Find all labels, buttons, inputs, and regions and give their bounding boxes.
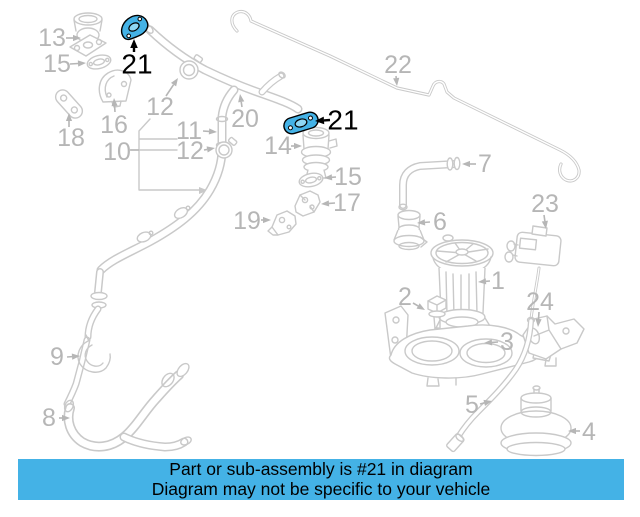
callout-21-highlighted: 21 (121, 39, 152, 80)
callout-12: 12 (176, 137, 215, 165)
callout-18: 18 (57, 113, 85, 152)
svg-text:15: 15 (334, 163, 362, 191)
part-15-gasket-left (86, 53, 112, 71)
svg-text:4: 4 (582, 418, 596, 446)
svg-text:10: 10 (103, 138, 131, 166)
svg-text:7: 7 (478, 150, 492, 178)
callout-20: 20 (231, 94, 259, 133)
svg-text:12: 12 (176, 137, 204, 165)
svg-text:3: 3 (500, 328, 514, 356)
callout-10: 10 (103, 138, 139, 166)
svg-text:5: 5 (465, 391, 479, 419)
callout-22: 22 (384, 51, 412, 86)
svg-text:22: 22 (384, 51, 412, 79)
part-17-bracket (295, 191, 320, 216)
part-15-gasket-right (298, 171, 324, 189)
svg-text:1: 1 (491, 267, 505, 295)
callout-23: 23 (531, 190, 559, 229)
callout-7: 7 (462, 150, 492, 178)
callout-12: 12 (146, 78, 178, 121)
svg-text:9: 9 (50, 343, 64, 371)
callout-14: 14 (264, 132, 302, 160)
svg-text:17: 17 (333, 189, 361, 217)
svg-text:19: 19 (233, 207, 261, 235)
part-7-hose (399, 158, 460, 210)
svg-text:21: 21 (121, 49, 152, 80)
callout-2: 2 (398, 283, 425, 311)
callout-17: 17 (321, 189, 361, 217)
svg-text:23: 23 (531, 190, 559, 218)
svg-text:2: 2 (398, 283, 412, 311)
callout-15: 15 (324, 163, 362, 191)
svg-text:15: 15 (43, 50, 71, 78)
svg-text:8: 8 (42, 404, 56, 432)
part-6-check-valve (394, 211, 427, 250)
svg-text:13: 13 (38, 24, 66, 52)
svg-text:21: 21 (327, 105, 358, 136)
svg-text:12: 12 (146, 93, 174, 121)
svg-text:24: 24 (526, 288, 554, 316)
highlight-banner: Part or sub-assembly is #21 in diagram D… (18, 459, 624, 500)
svg-text:14: 14 (264, 132, 292, 160)
banner-line2: Diagram may not be specific to your vehi… (152, 480, 490, 500)
svg-text:16: 16 (100, 111, 128, 139)
callout-9: 9 (50, 343, 80, 371)
callout-4: 4 (568, 418, 596, 446)
callout-16: 16 (100, 98, 128, 139)
callout-6: 6 (417, 208, 447, 236)
part-19-bracket (268, 211, 296, 235)
part-13-egr-valve (70, 13, 106, 56)
svg-text:20: 20 (231, 105, 259, 133)
callout-15: 15 (43, 50, 86, 78)
svg-text:6: 6 (433, 208, 447, 236)
part-4-reservoir (501, 386, 571, 456)
svg-text:18: 18 (57, 124, 85, 152)
banner-line1: Part or sub-assembly is #21 in diagram (169, 460, 472, 480)
highlighted-gasket-21-top (117, 11, 152, 43)
callout-19: 19 (233, 207, 271, 235)
